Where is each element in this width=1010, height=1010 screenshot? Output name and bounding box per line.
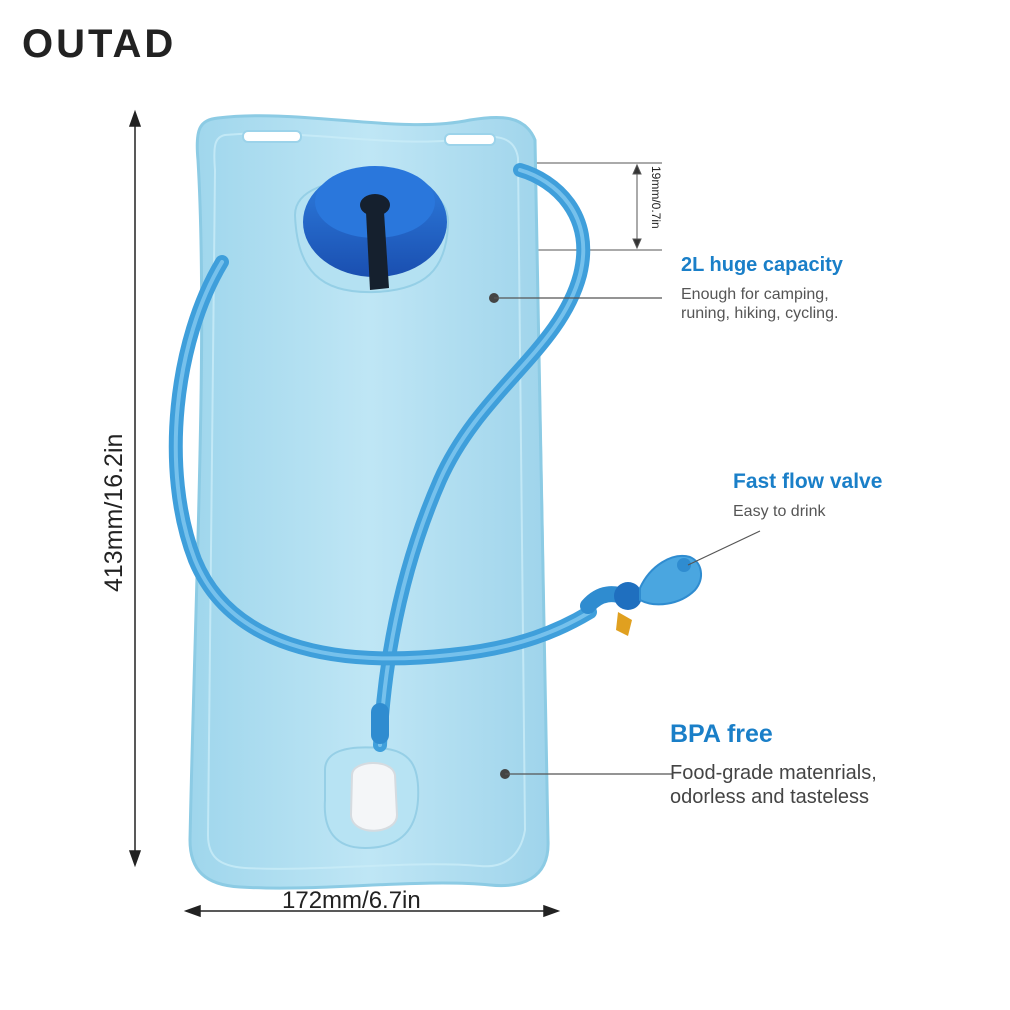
- hose: [168, 163, 597, 752]
- feature-valve: Fast flow valve Easy to drink: [733, 471, 882, 521]
- width-dimension-label: 172mm/6.7in: [282, 887, 421, 914]
- height-dimension-label: 413mm/16.2in: [100, 433, 128, 592]
- cap-dimension-label: 19mm/0.7in: [649, 166, 663, 229]
- callout-lines: [489, 293, 761, 779]
- bite-valve: [580, 555, 702, 636]
- feature-bpa: BPA free Food-grade matenrials, odorless…: [670, 722, 877, 809]
- cap: [303, 166, 447, 290]
- width-dimension-line: [183, 904, 561, 918]
- feature-description: Easy to drink: [733, 503, 826, 520]
- bottom-plug: [349, 762, 399, 832]
- brand-logo: OUTAD: [22, 22, 177, 66]
- feature-title: BPA free: [670, 720, 773, 748]
- feature-title: 2L huge capacity: [681, 254, 843, 276]
- feature-title: Fast flow valve: [733, 470, 883, 493]
- height-dimension-line: [128, 109, 142, 868]
- feature-description: Enough for camping, runing, hiking, cycl…: [681, 286, 839, 323]
- feature-capacity: 2L huge capacity Enough for camping, run…: [681, 255, 843, 323]
- feature-description: Food-grade matenrials, odorless and tast…: [670, 762, 877, 808]
